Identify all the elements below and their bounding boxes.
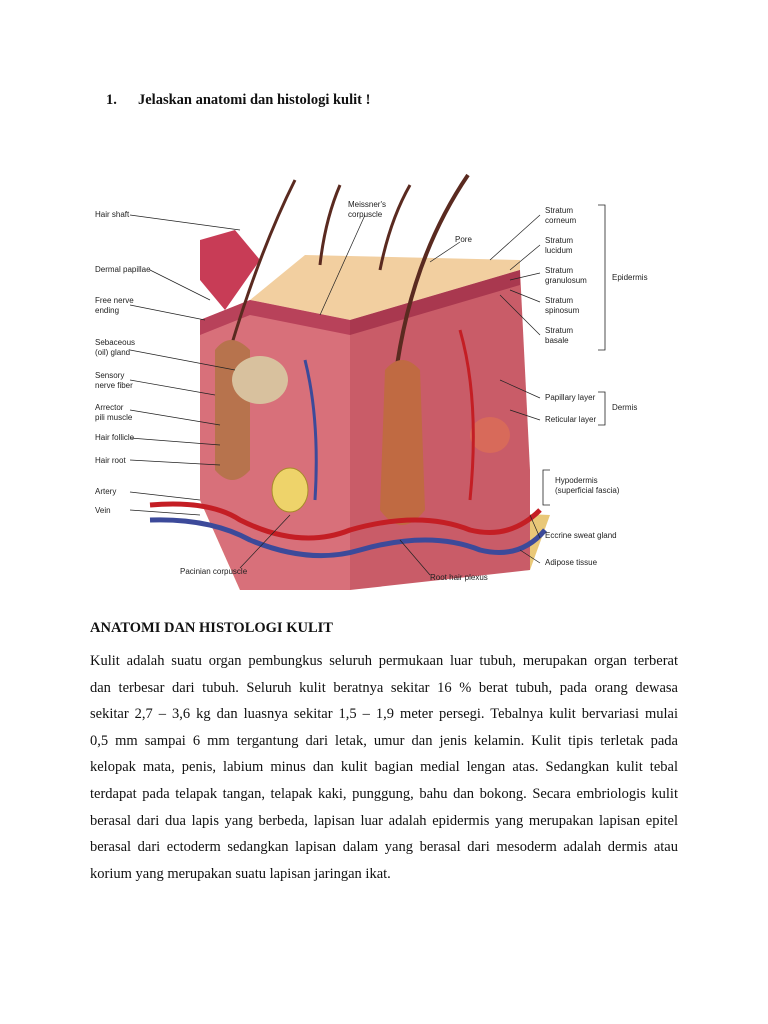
hypodermis-bracket — [542, 469, 550, 506]
artery-branch — [458, 329, 475, 501]
label-stratum-3: Stratum — [545, 266, 573, 275]
paragraph-line: dan terbesar dari tubuh. Seluruh kulit b… — [90, 679, 678, 696]
question-heading: 1. Jelaskan anatomi dan histologi kulit ! — [106, 92, 370, 109]
label-hypodermis: Hypodermis — [555, 476, 598, 485]
dermal-papillae-block — [200, 230, 260, 310]
skin-anatomy-illustration: Hair shaft Dermal papillae Free nerve en… — [90, 170, 670, 595]
epidermis-top — [250, 255, 520, 320]
paragraph-line: terdapat pada telapak tangan, telapak ka… — [90, 785, 678, 802]
label-lucidum: lucidum — [545, 246, 573, 255]
label-sebaceous: Sebaceous — [95, 338, 135, 347]
sebaceous-gland — [232, 356, 288, 404]
hair-shaft-4 — [393, 173, 470, 381]
label-free-nerve: Free nerve — [95, 296, 134, 305]
label-artery: Artery — [95, 487, 116, 496]
label-meissners: Meissner's — [348, 200, 386, 209]
skin-diagram-svg: Hair shaft Dermal papillae Free nerve en… — [95, 173, 648, 590]
vein-branch — [303, 359, 318, 501]
paragraph-line: berasal dari dua lapis yang berbeda, lap… — [90, 812, 678, 829]
dermis-bracket — [598, 391, 606, 426]
label-root-hair-plexus: Root hair plexus — [430, 573, 488, 582]
label-superficial-fascia: (superficial fascia) — [555, 486, 620, 495]
label-stratum-5: Stratum — [545, 326, 573, 335]
question-text: Jelaskan anatomi dan histologi kulit ! — [138, 92, 371, 108]
label-spinosum: spinosum — [545, 306, 580, 315]
label-papillary-layer: Papillary layer — [545, 393, 596, 402]
label-ending: ending — [95, 306, 119, 315]
hair-shaft-1 — [228, 179, 297, 351]
label-hair-shaft: Hair shaft — [95, 210, 130, 219]
label-epidermis: Epidermis — [612, 273, 648, 282]
epidermis-bracket — [598, 204, 606, 351]
label-dermis: Dermis — [612, 403, 637, 412]
leader-lines — [129, 214, 541, 576]
label-stratum-1: Stratum — [545, 206, 573, 215]
label-oil-gland: (oil) gland — [95, 348, 130, 357]
label-dermal-papillae: Dermal papillae — [95, 265, 151, 274]
epidermis-front-strip — [200, 300, 350, 335]
section-title: ANATOMI DAN HISTOLOGI KULIT — [90, 620, 333, 636]
paragraph-line: kelopak mata, penis, labium minus dan ku… — [90, 759, 678, 776]
paragraph-line: 0,5 mm sampai 6 mm tergantung dari letak… — [90, 732, 678, 749]
label-stratum-4: Stratum — [545, 296, 573, 305]
label-basale: basale — [545, 336, 569, 345]
label-reticular-layer: Reticular layer — [545, 415, 596, 424]
label-corpuscle: corpuscle — [348, 210, 383, 219]
eccrine-sweat-gland — [470, 417, 510, 453]
paragraph-line: berasal dari ectoderm sedangkan lapisan … — [90, 839, 678, 856]
label-adipose-tissue: Adipose tissue — [545, 558, 598, 567]
hair-shaft-2 — [318, 184, 342, 266]
paragraph-line: korium yang merupakan suatu lapisan jari… — [90, 865, 391, 882]
hair-follicle-right — [380, 360, 425, 525]
label-hair-root: Hair root — [95, 456, 126, 465]
label-pili-muscle: pili muscle — [95, 413, 133, 422]
label-stratum-2: Stratum — [545, 236, 573, 245]
label-corneum: corneum — [545, 216, 576, 225]
artery-vessel — [149, 501, 542, 541]
label-pacinian-corpuscle: Pacinian corpuscle — [180, 567, 248, 576]
label-arrector: Arrector — [95, 403, 124, 412]
label-sensory: Sensory — [95, 371, 124, 380]
body-paragraph: Kulit adalah suatu organ pembungkus selu… — [90, 648, 678, 887]
label-nerve-fiber: nerve fiber — [95, 381, 133, 390]
epidermis-right-strip — [350, 270, 520, 335]
label-eccrine-sweat-gland: Eccrine sweat gland — [545, 531, 617, 540]
label-hair-follicle: Hair follicle — [95, 433, 135, 442]
label-granulosum: granulosum — [545, 276, 587, 285]
vein-vessel — [149, 517, 547, 559]
label-pore: Pore — [455, 235, 472, 244]
paragraph-line: sekitar 2,7 – 3,6 kg dan luasnya sekitar… — [90, 706, 678, 723]
label-vein: Vein — [95, 506, 111, 515]
paragraph-line: Kulit adalah suatu organ pembungkus selu… — [90, 653, 678, 669]
question-number: 1. — [106, 92, 117, 108]
hair-shaft-3 — [378, 184, 412, 271]
pacinian-corpuscle — [271, 467, 309, 513]
